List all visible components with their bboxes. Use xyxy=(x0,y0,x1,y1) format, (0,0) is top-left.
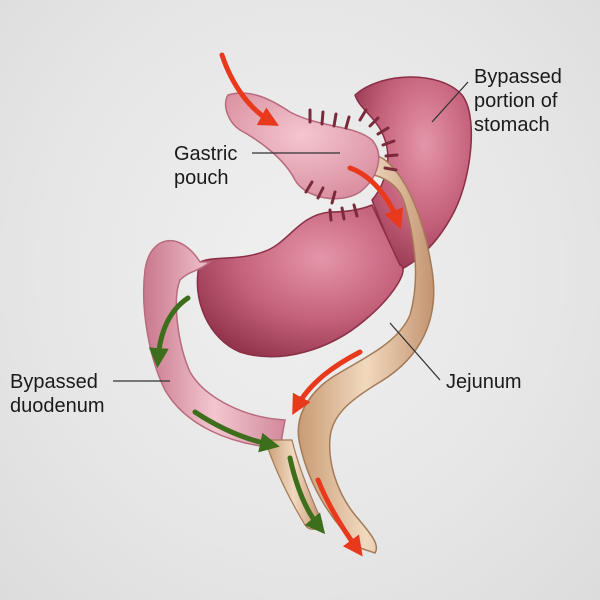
bypassed-stomach-fundus xyxy=(354,76,473,272)
label-bypassed-stomach-line3: stomach xyxy=(474,114,550,136)
leader-lines xyxy=(113,81,469,382)
gastric-pouch xyxy=(224,92,380,200)
label-bypassed-duodenum-line1: Bypassed xyxy=(10,371,98,393)
juice-arrow-3 xyxy=(287,455,326,535)
food-flow-arrows xyxy=(219,52,404,557)
label-jejunum: Jejunum xyxy=(446,370,522,394)
label-bypassed-stomach-line1: Bypassed xyxy=(474,66,562,88)
food-arrow-2 xyxy=(347,165,404,230)
label-gastric-pouch-line2: pouch xyxy=(174,167,229,189)
jejunum xyxy=(297,154,435,554)
label-jejunum-line1: Jejunum xyxy=(446,371,522,393)
juice-arrow-1 xyxy=(148,295,191,368)
food-arrow-3 xyxy=(292,349,363,416)
leader-stomach xyxy=(431,81,469,123)
label-bypassed-stomach: Bypassed portion of stomach xyxy=(474,65,562,137)
staple-line-stomach xyxy=(328,108,399,222)
food-arrow-1 xyxy=(219,52,280,126)
food-arrow-4 xyxy=(315,477,363,557)
label-gastric-pouch: Gastric pouch xyxy=(174,142,237,190)
staple-line-pouch xyxy=(304,108,351,205)
label-gastric-pouch-line1: Gastric xyxy=(174,143,238,165)
leader-jejunum xyxy=(389,322,441,381)
label-bypassed-duodenum: Bypassed duodenum xyxy=(10,370,105,418)
stomach-body xyxy=(196,204,404,358)
label-bypassed-stomach-line2: portion of xyxy=(474,90,558,112)
juice-arrow-2 xyxy=(192,409,280,453)
label-bypassed-duodenum-line2: duodenum xyxy=(10,395,105,417)
juice-flow-arrows xyxy=(148,295,326,535)
